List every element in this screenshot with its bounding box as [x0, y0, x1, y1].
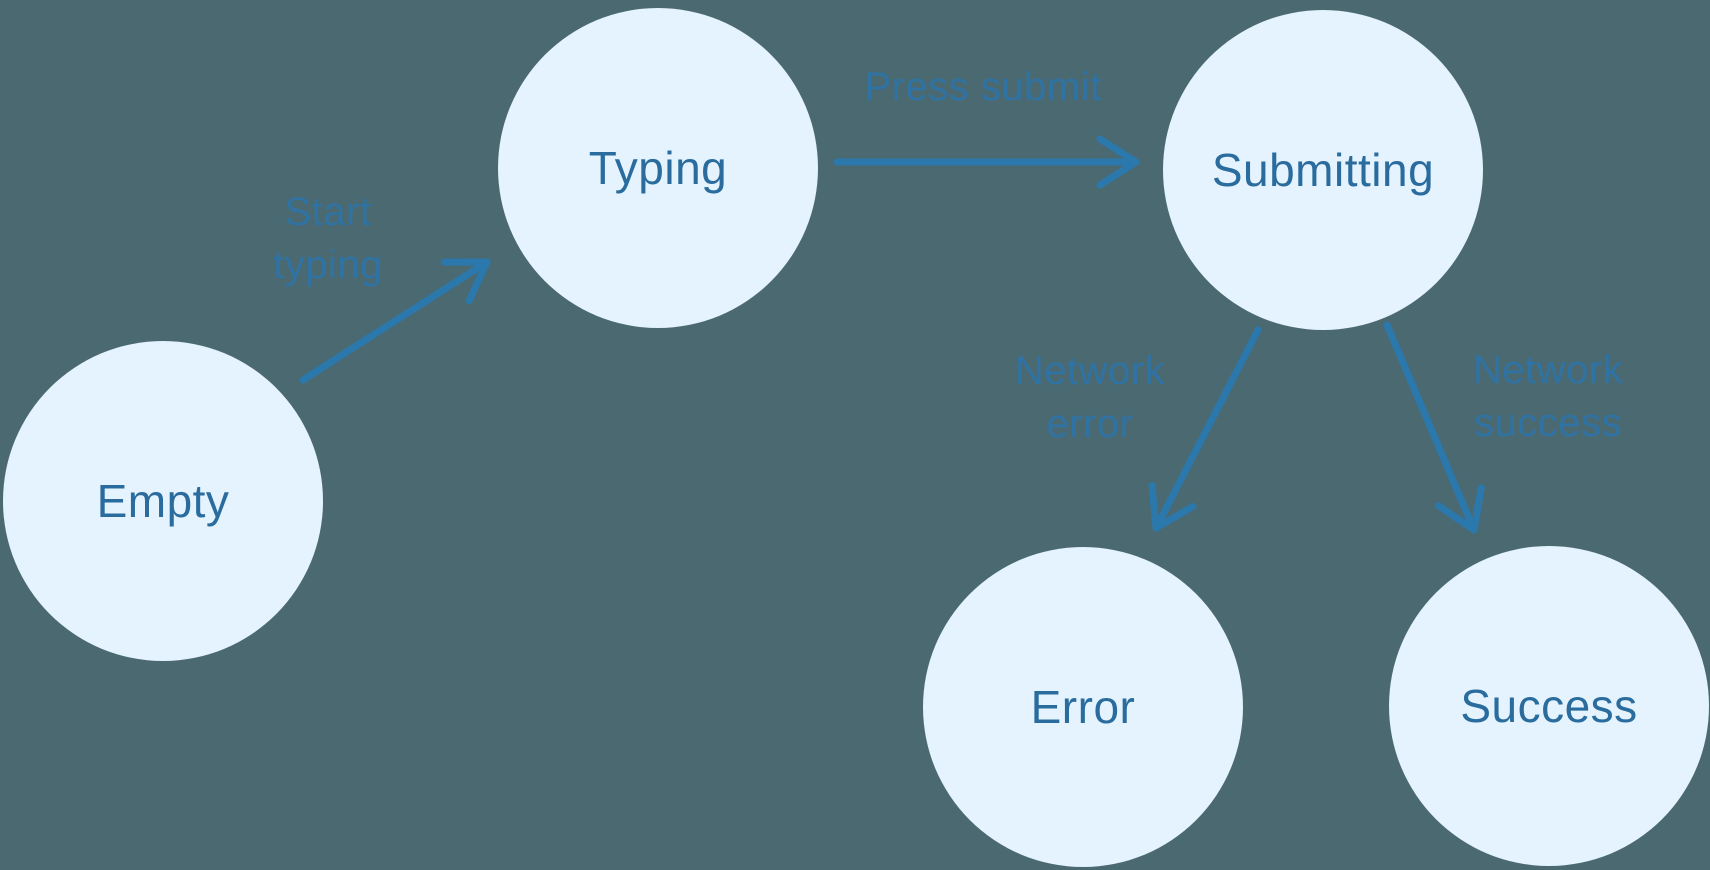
arrow-empty-to-typing-icon [299, 258, 491, 384]
state-label-error: Error [1030, 681, 1136, 733]
transition-label-network-success: Network success [1472, 348, 1624, 445]
transition-label-start-typing: Start typing [273, 190, 383, 287]
state-node-empty: Empty [3, 341, 323, 661]
arrow-submitting-to-error-icon [1148, 326, 1262, 532]
state-label-success: Success [1460, 680, 1638, 732]
state-label-typing: Typing [588, 142, 728, 194]
state-label-submitting: Submitting [1211, 144, 1435, 196]
state-node-success: Success [1389, 546, 1709, 866]
state-node-error: Error [923, 547, 1243, 867]
arrow-submitting-to-success-icon [1383, 321, 1485, 534]
state-node-typing: Typing [498, 8, 818, 328]
state-node-submitting: Submitting [1163, 10, 1483, 330]
transition-label-press-submit: Press submit [864, 65, 1102, 109]
transition-label-network-error: Network error [1014, 349, 1166, 446]
state-label-empty: Empty [96, 475, 230, 527]
